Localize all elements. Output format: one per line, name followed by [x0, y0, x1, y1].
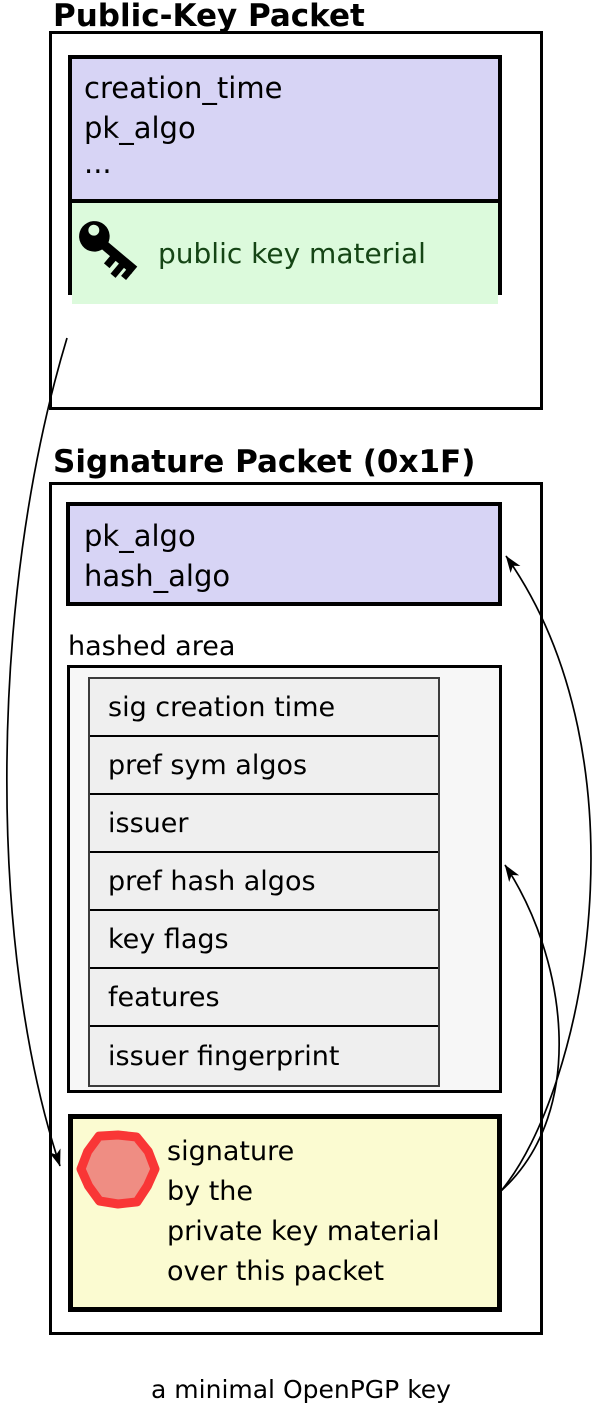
public-key-packet-title: Public-Key Packet — [53, 0, 365, 34]
subpacket-row: sig creation time — [90, 679, 438, 737]
signature-algo-box: pk_algo hash_algo — [66, 502, 502, 606]
caption: a minimal OpenPGP key — [151, 1375, 451, 1404]
public-key-material-label: public key material — [158, 237, 426, 270]
signature-text-line: by the — [167, 1176, 254, 1207]
hashed-area-label: hashed area — [68, 631, 236, 662]
subpacket-row: features — [90, 969, 438, 1027]
subpacket-row: pref hash algos — [90, 853, 438, 911]
algo-field-pk-algo: pk_algo — [84, 519, 196, 553]
public-key-material-cell: public key material — [72, 203, 498, 304]
seal-icon — [76, 1130, 160, 1209]
subpacket-row: key flags — [90, 911, 438, 969]
subpacket-row: issuer — [90, 795, 438, 853]
signature-text-line: signature — [167, 1136, 295, 1167]
signature-text: signature by the private key material ov… — [167, 1132, 440, 1292]
signature-packet-title: Signature Packet (0x1F) — [53, 444, 476, 480]
key-icon — [79, 220, 138, 280]
header-field-pk-algo: pk_algo — [84, 111, 196, 145]
subpacket-table: sig creation time pref sym algos issuer … — [88, 677, 440, 1087]
signature-text-line: private key material — [167, 1216, 440, 1247]
signature-text-line: over this packet — [167, 1256, 385, 1287]
public-key-header-stack: creation_time pk_algo ... public key mat… — [68, 55, 502, 304]
public-key-header-cell: creation_time pk_algo ... — [72, 59, 498, 203]
signature-box: signature by the private key material ov… — [68, 1114, 502, 1312]
header-field-creation-time: creation_time — [84, 71, 283, 105]
subpacket-row: pref sym algos — [90, 737, 438, 795]
subpacket-row: issuer fingerprint — [108, 1040, 340, 1072]
algo-field-hash-algo: hash_algo — [84, 559, 231, 593]
header-field-ellipsis: ... — [84, 146, 112, 180]
